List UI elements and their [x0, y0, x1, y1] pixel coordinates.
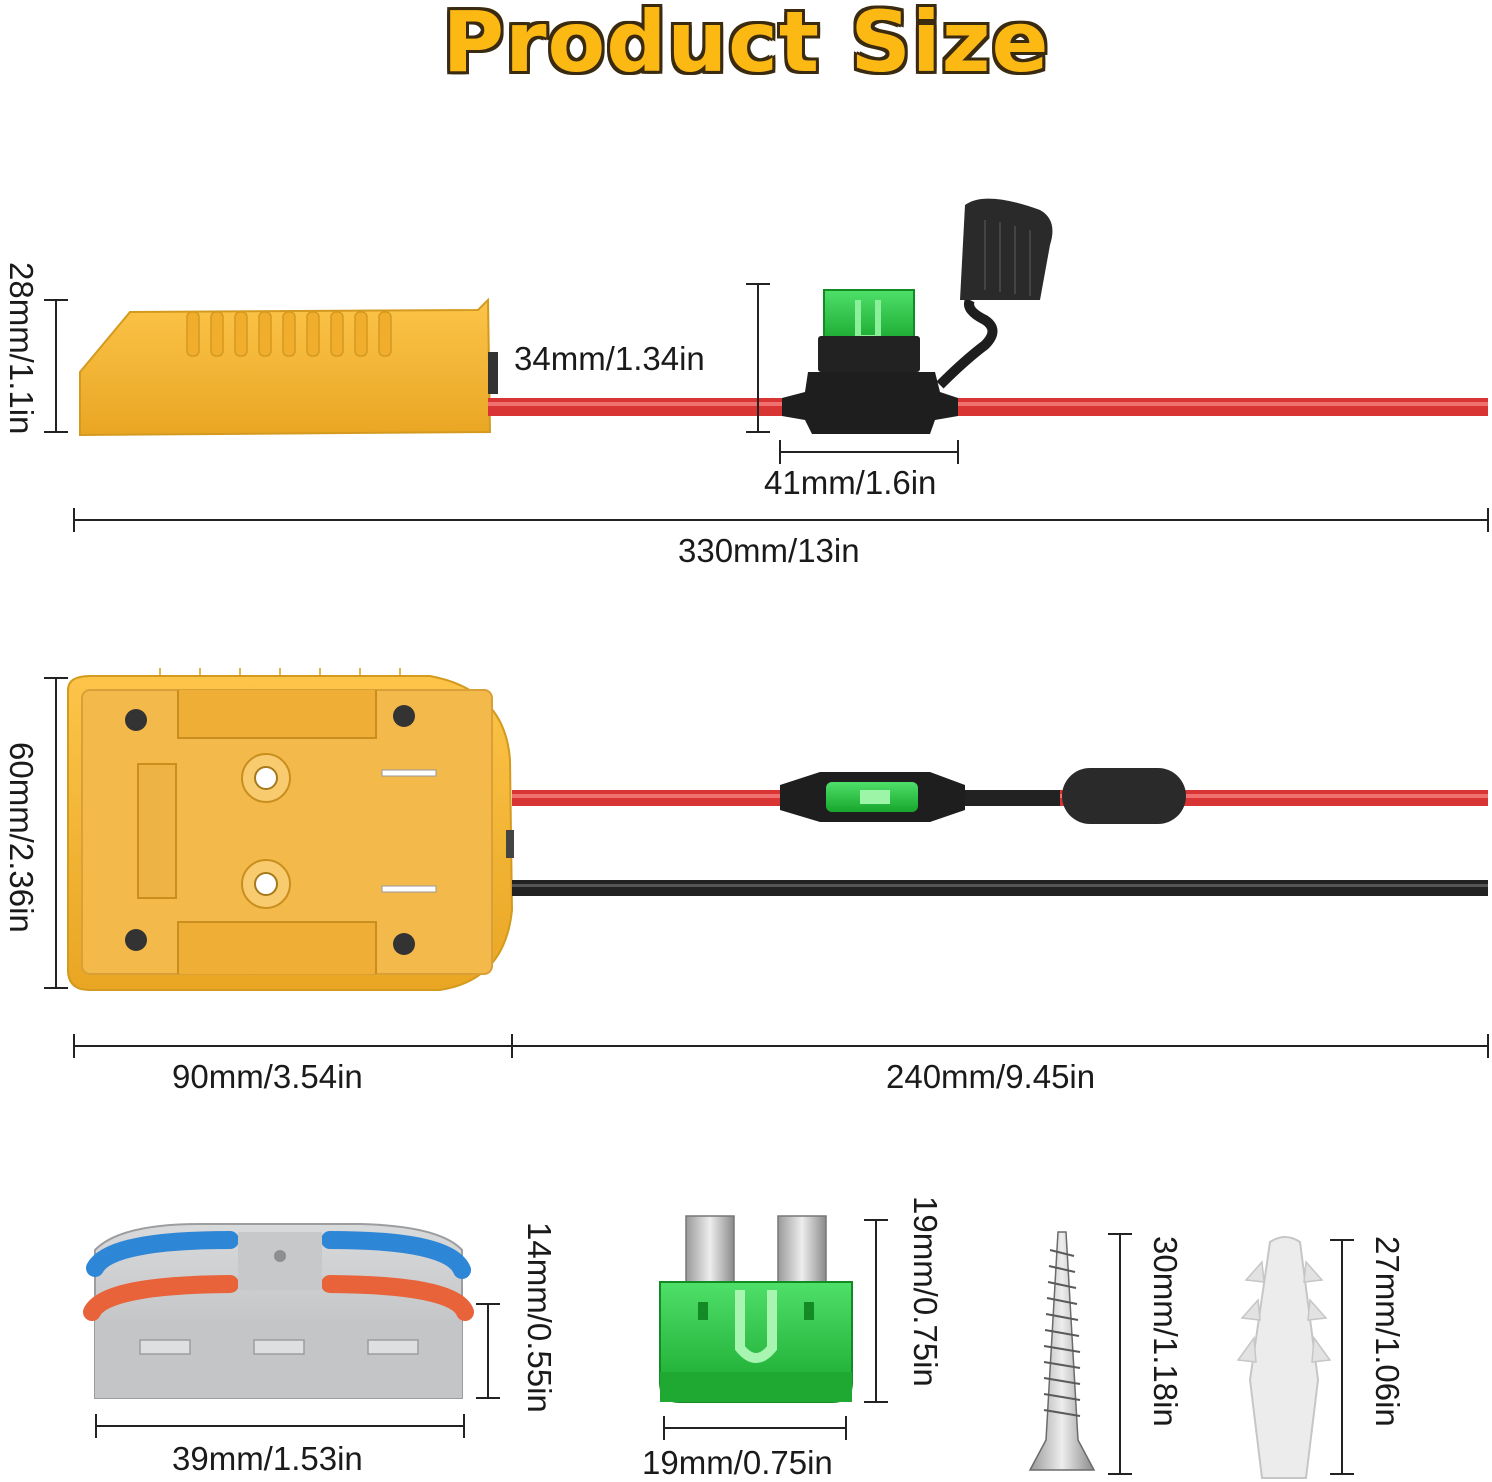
page-title: Product Size — [442, 0, 1050, 91]
dimension-lines-top — [44, 283, 1489, 532]
adapter-length-label: 90mm/3.54in — [172, 1058, 363, 1095]
fuse-height-label: 19mm/0.75in — [907, 1196, 944, 1387]
side-view-fuse-holder — [782, 198, 1053, 434]
screw-length-label: 30mm/1.18in — [1147, 1236, 1184, 1427]
side-view-adapter — [79, 297, 498, 437]
fuse-width-label: 19mm/0.75in — [642, 1444, 833, 1481]
cable-length-label: 240mm/9.45in — [886, 1058, 1096, 1095]
top-view-fuse-holder — [780, 768, 1186, 824]
connector-height-label: 14mm/0.55in — [521, 1222, 558, 1413]
top-view-adapter — [67, 668, 514, 991]
side-height-label: 28mm/1.1in — [3, 262, 40, 435]
total-length-label: 330mm/13in — [678, 532, 860, 569]
dimension-lines-middle — [44, 677, 1489, 1058]
top-height-label: 60mm/2.36in — [3, 742, 40, 933]
blade-fuse — [659, 1215, 853, 1403]
anchor-length-label: 27mm/1.06in — [1369, 1236, 1406, 1427]
fuse-holder-width-label: 41mm/1.6in — [764, 464, 937, 501]
screw — [1028, 1231, 1096, 1471]
dimension-lines-bottom — [95, 1219, 1354, 1475]
side-view-wire — [488, 398, 1488, 416]
wire-connector — [83, 1223, 474, 1399]
fuse-holder-height-label: 34mm/1.34in — [514, 340, 705, 377]
connector-width-label: 39mm/1.53in — [172, 1440, 363, 1477]
wall-anchor — [1236, 1236, 1332, 1479]
